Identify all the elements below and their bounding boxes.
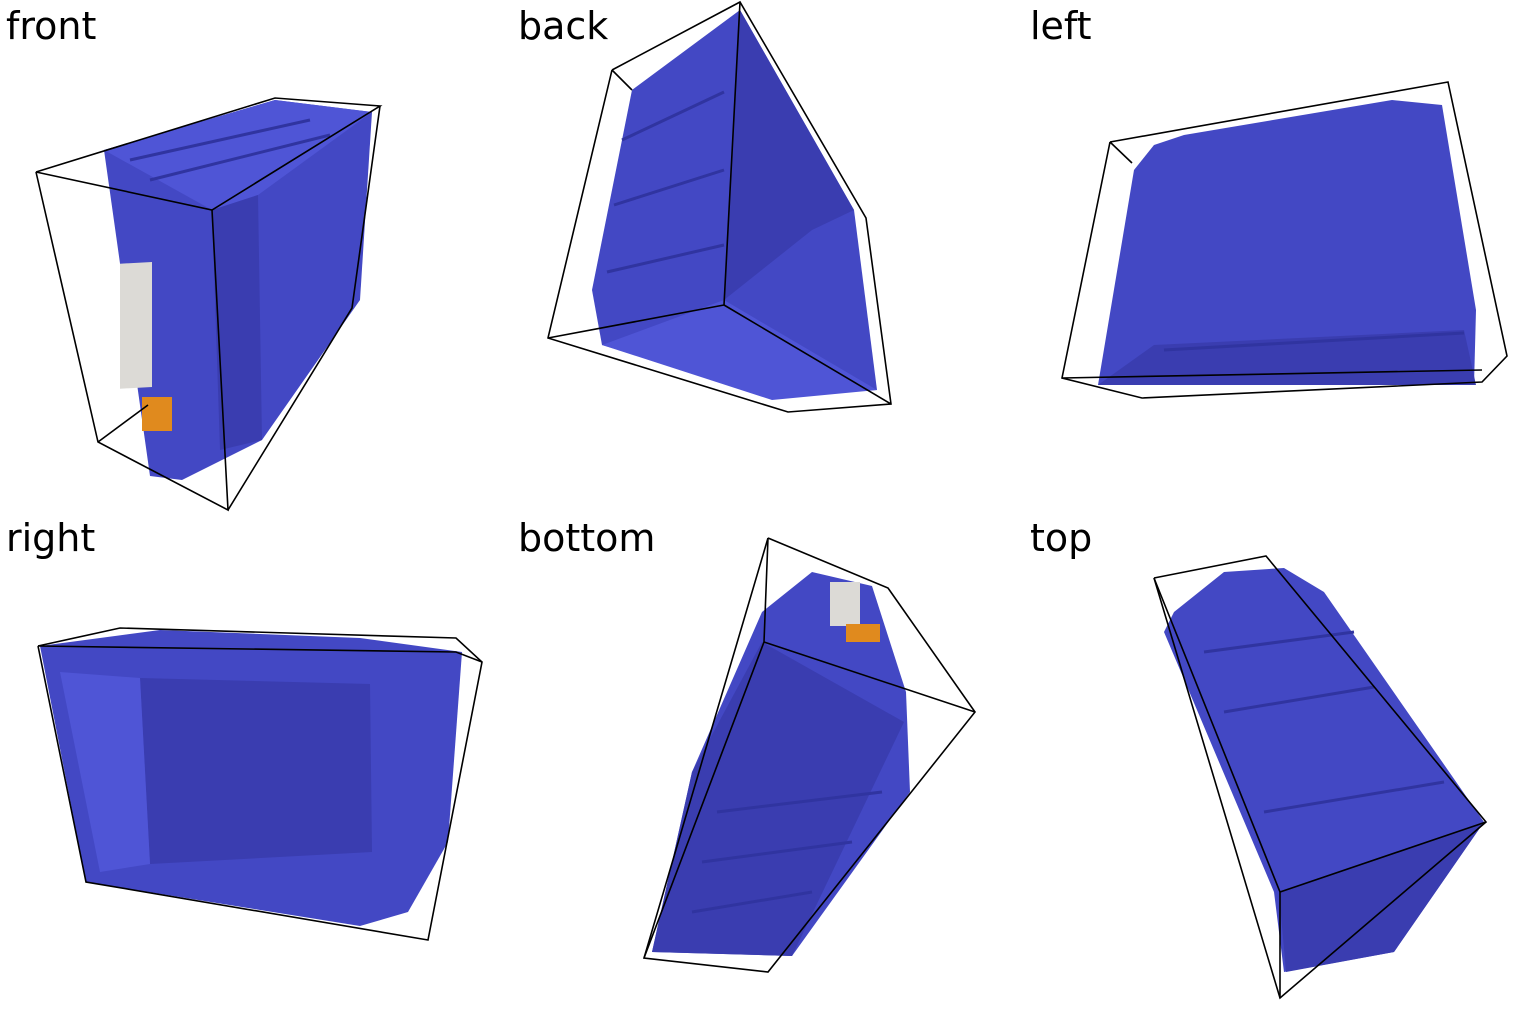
- view-label-left: left: [1030, 4, 1092, 48]
- view-label-front: front: [6, 4, 97, 48]
- render-bottom: [642, 537, 976, 973]
- bin-side: [602, 300, 877, 400]
- bounding-box-edge: [1061, 369, 1483, 379]
- storage-bin: [1098, 100, 1476, 385]
- view-label-right: right: [6, 516, 96, 560]
- bin-inner: [724, 10, 854, 300]
- label-strip: [120, 262, 152, 389]
- view-panel-right: right: [0, 512, 512, 1024]
- bounding-box-edge: [37, 645, 483, 663]
- view-panel-front: front: [0, 0, 512, 512]
- bounding-box-edge: [227, 105, 381, 511]
- bin-rib: [129, 118, 311, 162]
- bounding-box-edge: [723, 304, 892, 405]
- render-back: [547, 0, 892, 413]
- view-panel-left: left: [1024, 0, 1536, 512]
- bin-rib: [701, 840, 853, 864]
- bounding-box-edge: [611, 69, 633, 91]
- bin-end: [1279, 822, 1484, 972]
- bin-rib: [613, 168, 725, 207]
- bin-rib: [606, 243, 725, 274]
- bounding-box-edge: [1279, 821, 1487, 893]
- view-label-top: top: [1030, 516, 1093, 560]
- view-label-bottom: bottom: [518, 516, 656, 560]
- bin-rim: [104, 100, 372, 210]
- bin-rib: [691, 890, 813, 914]
- bin-rib: [1163, 331, 1465, 352]
- view-panel-top: top: [1024, 512, 1536, 1024]
- bounding-box-edge: [1109, 141, 1133, 164]
- label-tag: [846, 624, 880, 642]
- bin-rib: [621, 90, 725, 142]
- bin-rib: [1263, 780, 1445, 814]
- render-top: [1153, 555, 1488, 1000]
- view-panel-bottom: bottom: [512, 512, 1024, 1024]
- render-front: [35, 97, 383, 512]
- bin-floor: [140, 678, 372, 864]
- bin-wall: [60, 672, 150, 872]
- bin-base: [652, 642, 904, 956]
- bin-rib: [149, 133, 331, 182]
- bounding-box-edge: [763, 641, 976, 713]
- bin-side: [212, 195, 262, 450]
- render-left: [1061, 81, 1508, 399]
- label-strip: [830, 582, 860, 626]
- bin-rib: [716, 790, 883, 814]
- bounding-box-edge: [35, 171, 229, 512]
- render-right: [37, 627, 483, 941]
- bounding-box-edge: [97, 404, 149, 443]
- bounding-box: [642, 537, 976, 973]
- bin-rib: [1203, 630, 1355, 654]
- bin-rib: [1223, 685, 1375, 714]
- view-panel-back: back: [512, 0, 1024, 512]
- view-label-back: back: [518, 4, 609, 48]
- label-tag: [142, 397, 172, 431]
